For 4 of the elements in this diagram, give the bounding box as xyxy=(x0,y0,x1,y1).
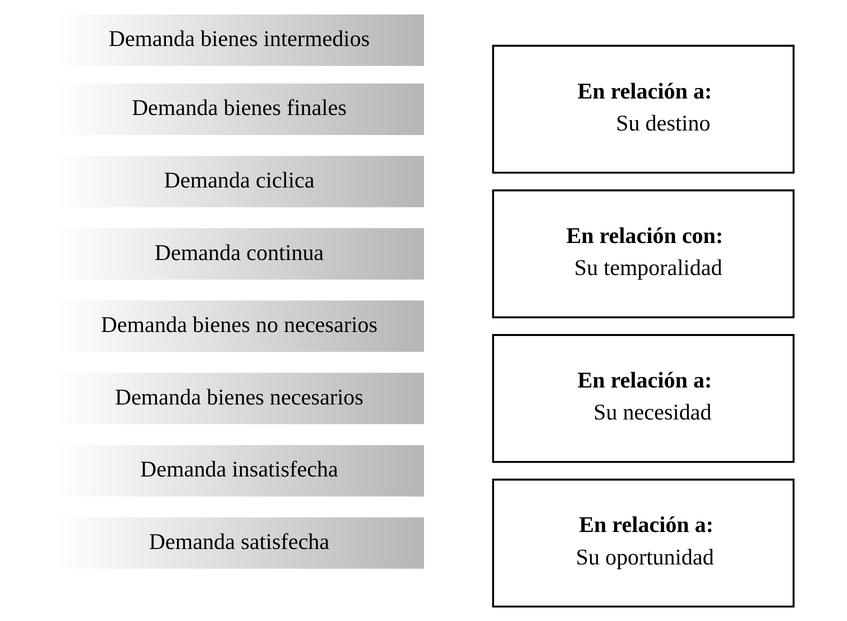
node-box: En relación a: Su destino xyxy=(492,44,794,174)
node-box: En relación a: Su oportunidad xyxy=(492,478,794,608)
node-box: En relación con: Su temporalidad xyxy=(492,189,794,318)
node-box: En relación a: Su necesidad xyxy=(492,334,794,463)
